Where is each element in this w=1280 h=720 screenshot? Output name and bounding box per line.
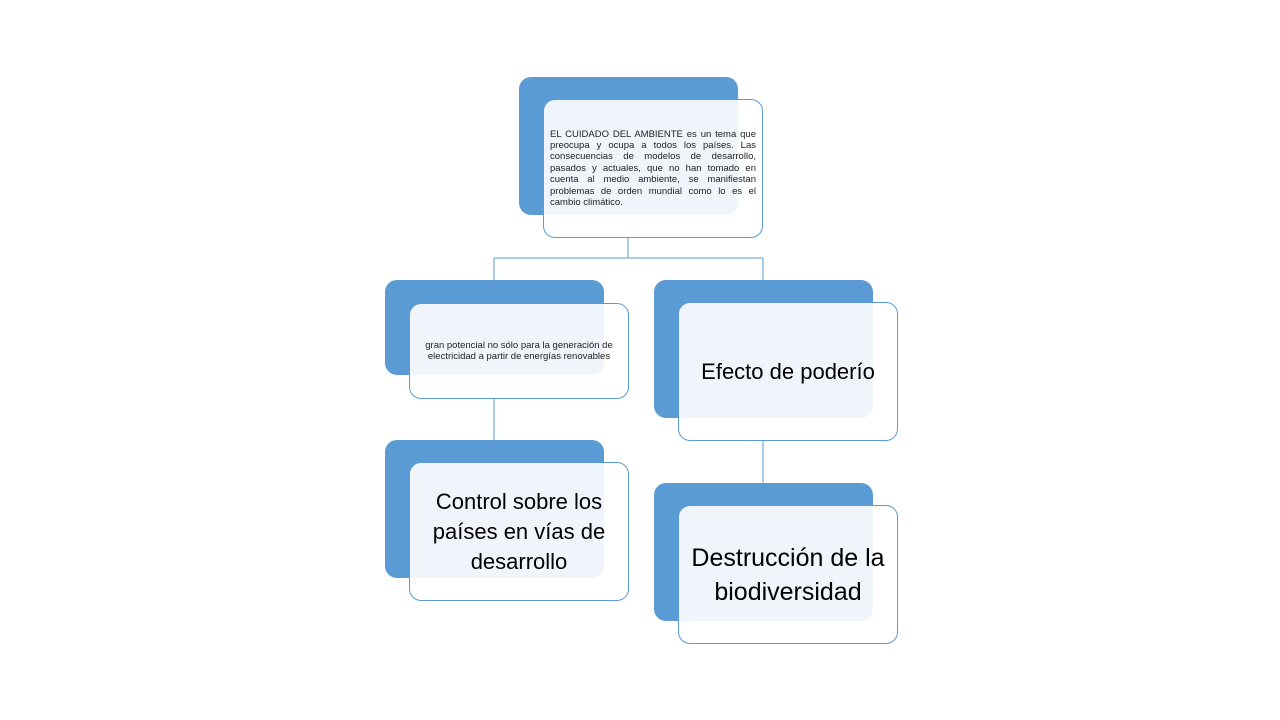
left-branch-text: gran potencial no sólo para la generació… [425,339,613,363]
right-child-text: Destrucción de la biodiversidad [691,543,885,606]
right-branch-text: Efecto de poderío [701,358,875,384]
right-branch-card: Efecto de poderío [678,302,898,441]
root-node-text: EL CUIDADO DEL AMBIENTE es un tema que p… [550,128,756,209]
right-child-card: Destrucción de la biodiversidad [678,505,898,644]
left-child-card: Control sobre los países en vías de desa… [409,462,629,601]
left-branch-card: gran potencial no sólo para la generació… [409,303,629,399]
left-child-text: Control sobre los países en vías de desa… [432,488,606,574]
root-node-card: EL CUIDADO DEL AMBIENTE es un tema que p… [543,99,763,238]
